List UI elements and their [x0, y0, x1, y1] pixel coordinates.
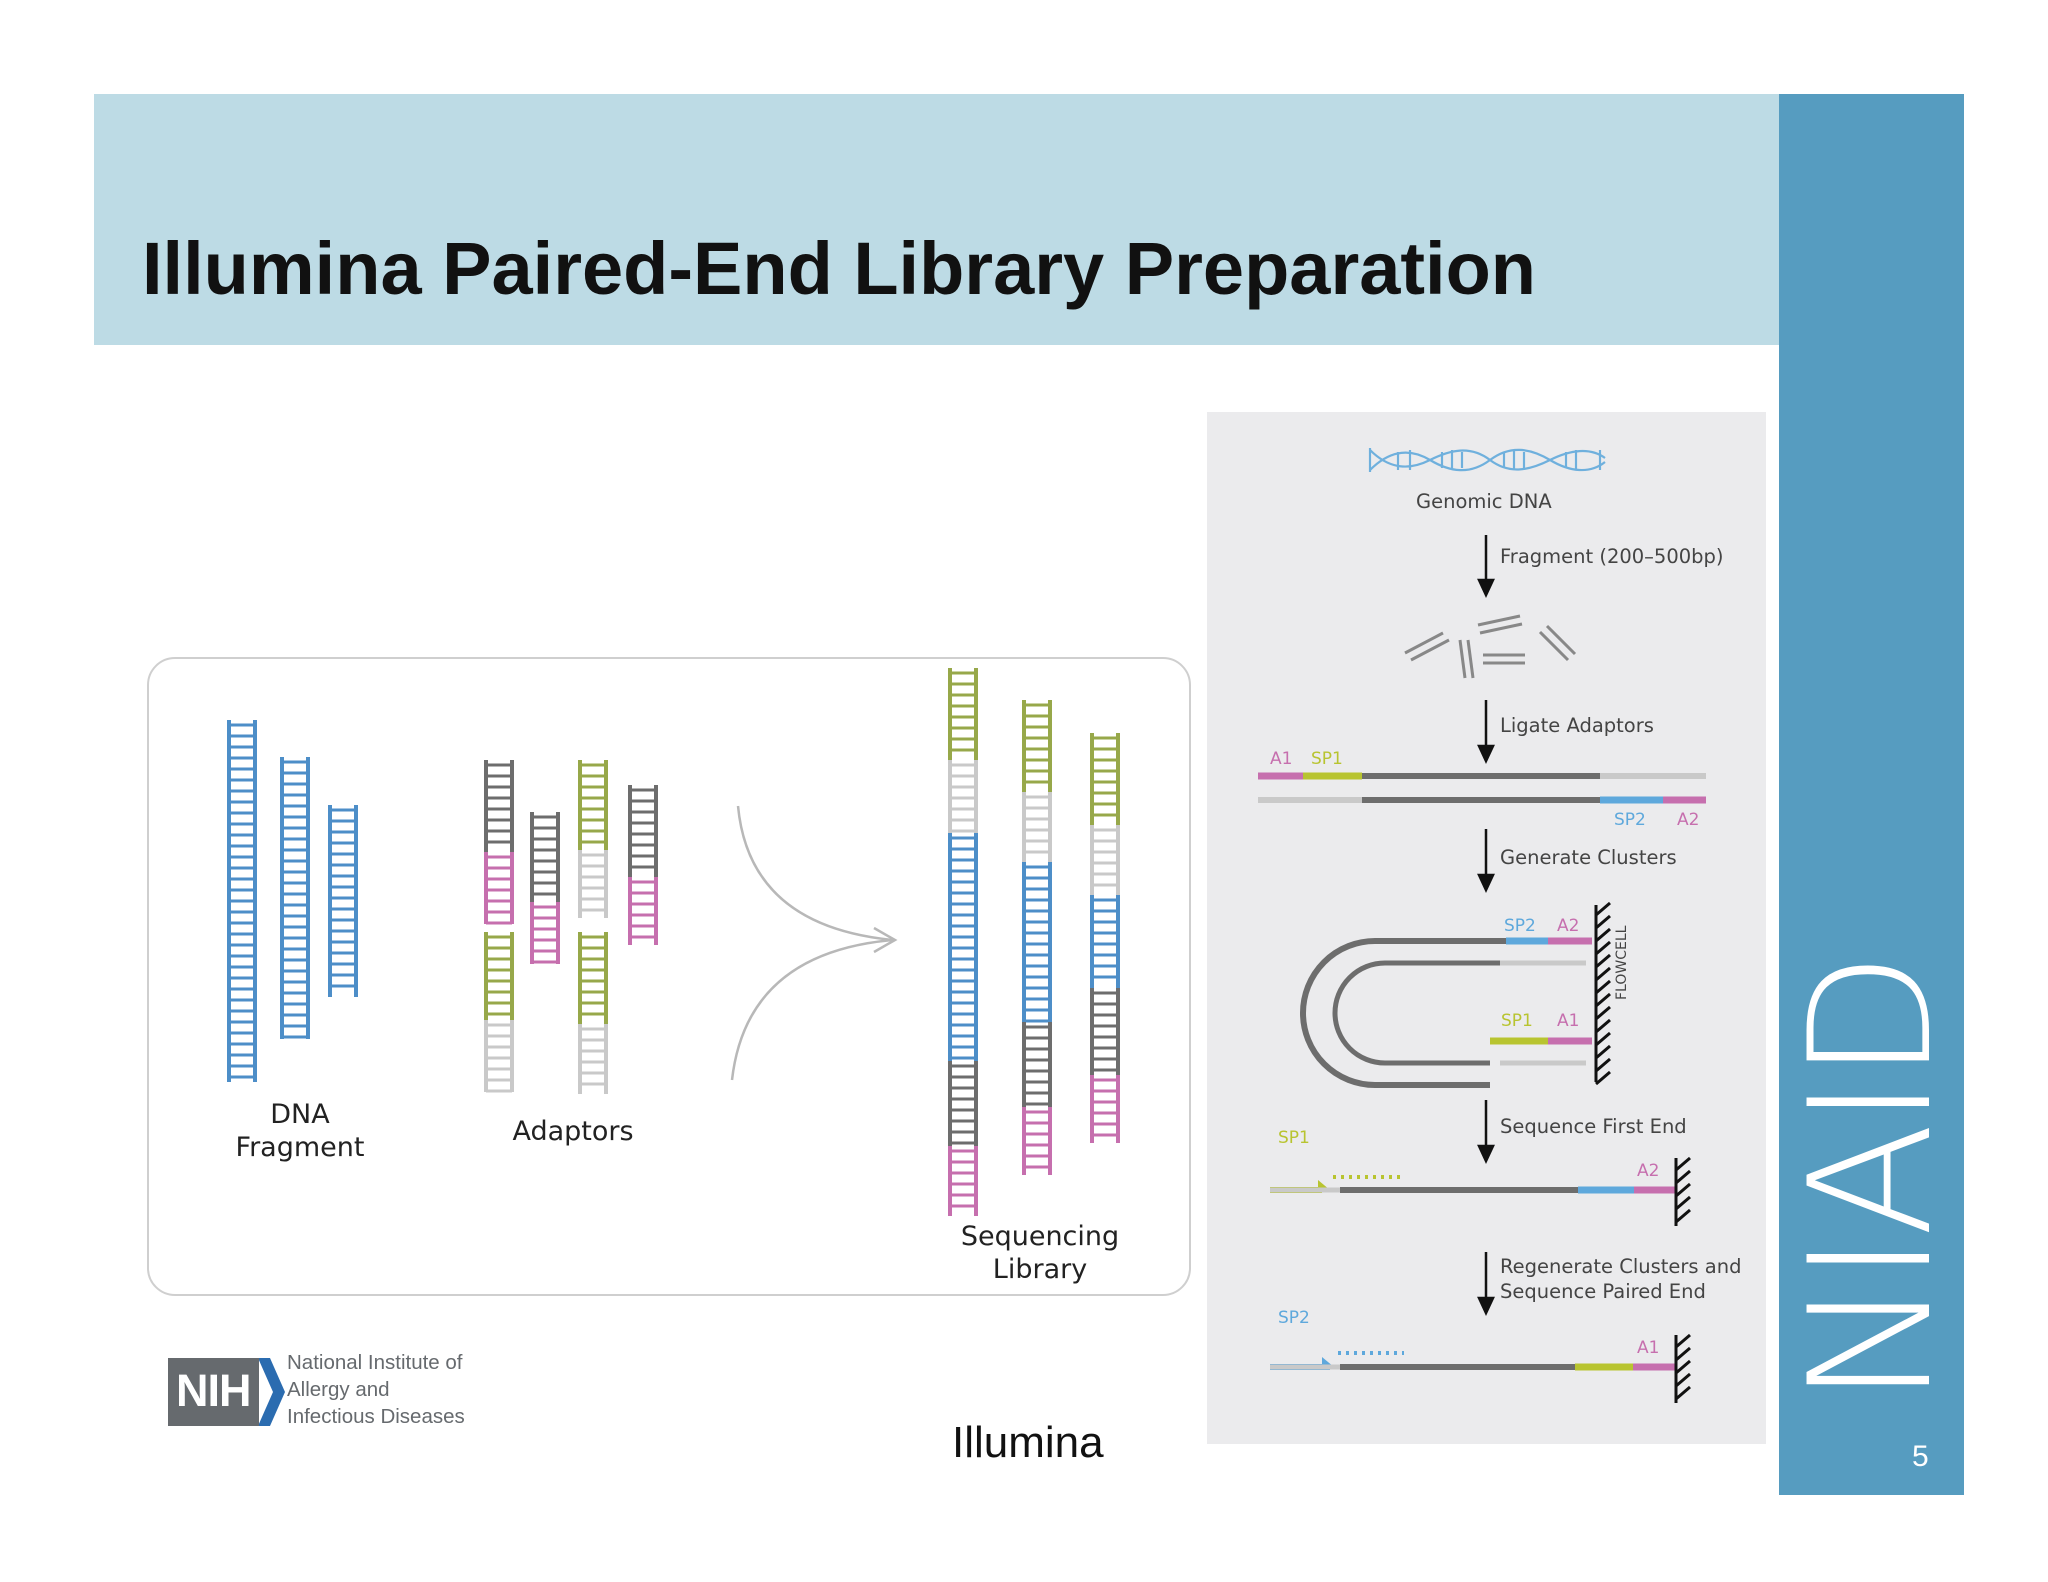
library-strand-2 — [1022, 700, 1052, 1175]
dna-fragment-long — [227, 720, 257, 1082]
adaptor-gray-pink-3 — [628, 785, 658, 945]
side-band — [1779, 94, 1964, 1495]
arrow-head-icon — [873, 926, 898, 954]
adaptor-green-light-2 — [484, 932, 514, 1093]
image-credit: Illumina — [952, 1418, 1104, 1467]
paired-end-read — [1270, 1335, 1678, 1403]
ligate-step-label: Ligate Adaptors — [1500, 714, 1654, 737]
nih-logo-text: NIH — [176, 1365, 251, 1416]
library-strand-3 — [1090, 733, 1120, 1143]
fragment-step-label: Fragment (200–500bp) — [1500, 545, 1724, 568]
slide-title: Illumina Paired-End Library Preparation — [142, 227, 1537, 310]
sequencing-library-label: Sequencing Library — [960, 1221, 1120, 1285]
adaptor-gray-pink — [484, 760, 514, 925]
genomic-dna-label: Genomic DNA — [1416, 490, 1552, 513]
tag-sp1-read: SP1 — [1278, 1128, 1310, 1148]
dna-fragment-short — [328, 805, 358, 997]
adaptor-gray-pink-2 — [530, 812, 560, 964]
dna-fragment-label: DNA Fragment — [235, 1099, 365, 1163]
tag-a2: A2 — [1677, 810, 1700, 830]
nih-logo-box — [168, 1358, 259, 1426]
dna-helix-icon — [1368, 448, 1606, 472]
cluster-adaptors — [1490, 937, 1592, 1045]
converge-arrow-top — [736, 805, 894, 942]
step-arrows — [1477, 535, 1495, 1316]
nih-institute-name: National Institute of Allergy and Infect… — [287, 1351, 465, 1428]
tag-a2-cluster: A2 — [1557, 916, 1580, 936]
fragments-icon — [1404, 614, 1577, 679]
paired-end-step-label: Regenerate Clusters and Sequence Paired … — [1500, 1255, 1742, 1303]
page-number: 5 — [1912, 1440, 1929, 1473]
tag-sp2-read: SP2 — [1278, 1308, 1310, 1328]
flowcell-hatch — [1675, 1156, 1691, 1401]
header-band — [94, 94, 1779, 345]
library-diagram-panel — [147, 657, 1191, 1296]
dna-fragment-medium — [280, 757, 310, 1039]
clusters-step-label: Generate Clusters — [1500, 846, 1677, 869]
flowcell-surface — [1594, 901, 1611, 1086]
flowcell-label: FLOWCELL — [1614, 925, 1630, 1000]
tag-sp1: SP1 — [1311, 749, 1343, 769]
tag-sp2-cluster: SP2 — [1504, 916, 1536, 936]
tag-a1: A1 — [1270, 749, 1293, 769]
library-strand-1 — [948, 668, 978, 1216]
tag-a1-cluster: A1 — [1557, 1011, 1580, 1031]
ladders — [227, 668, 1120, 1216]
converge-arrow-bottom — [730, 938, 894, 1081]
first-end-step-label: Sequence First End — [1500, 1115, 1687, 1138]
tag-a1-read: A1 — [1637, 1338, 1660, 1358]
tag-sp2: SP2 — [1614, 810, 1646, 830]
adaptor-green-light-3 — [578, 932, 608, 1094]
tag-a2-read: A2 — [1637, 1161, 1660, 1181]
ligated-strands — [1258, 772, 1706, 804]
adaptor-green-light — [578, 760, 608, 918]
nih-chevron-icon — [258, 1358, 285, 1426]
tag-sp1-cluster: SP1 — [1501, 1011, 1533, 1031]
adaptors-label: Adaptors — [512, 1116, 634, 1147]
cluster-bridge — [1300, 938, 1586, 1088]
first-end-read — [1270, 1158, 1678, 1226]
